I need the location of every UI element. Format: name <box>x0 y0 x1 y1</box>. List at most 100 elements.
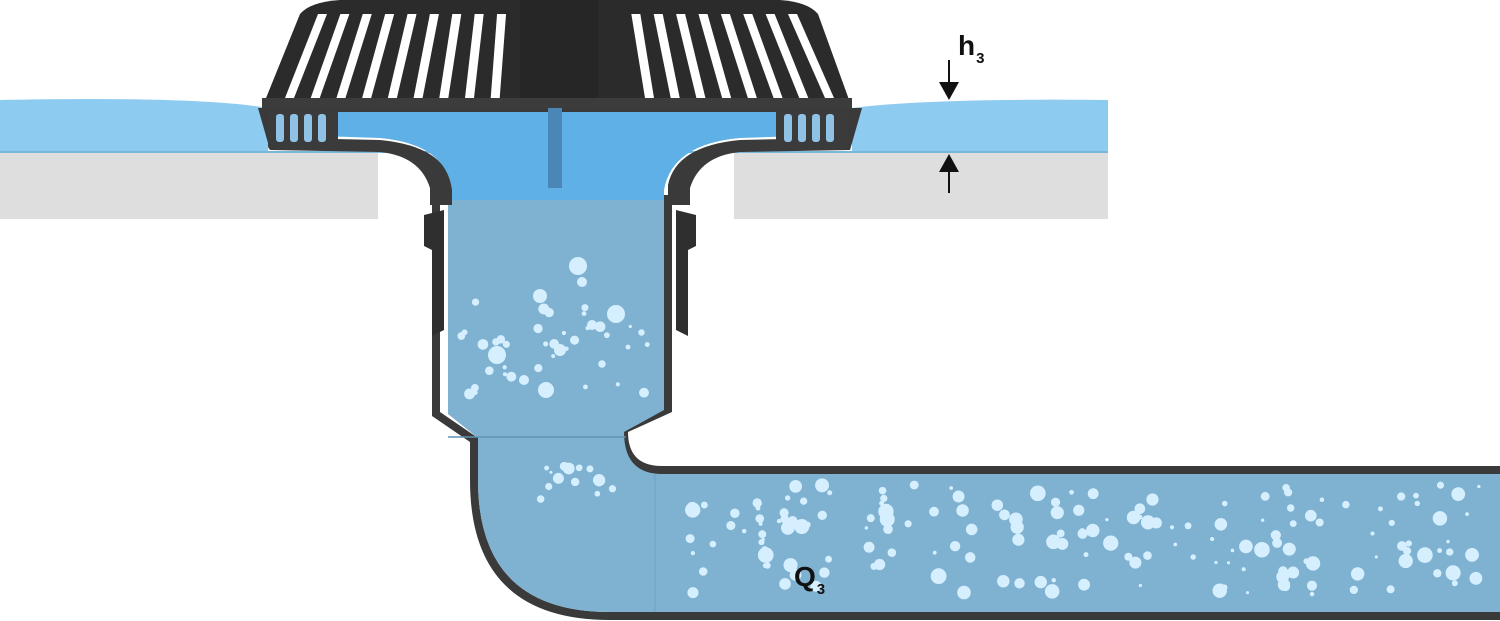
bubble-icon <box>1451 487 1466 501</box>
bubble-icon <box>561 330 567 336</box>
bubble-icon <box>952 490 965 503</box>
bubble-icon <box>764 562 771 569</box>
bubble-icon <box>758 521 763 526</box>
bubble-icon <box>598 360 606 368</box>
bubble-icon <box>800 497 808 505</box>
bubble-icon <box>1137 514 1143 520</box>
bubble-icon <box>1190 554 1196 560</box>
surface-water <box>0 99 1108 152</box>
bubble-icon <box>909 480 919 490</box>
bubble-icon <box>559 461 569 471</box>
drain-neck-right <box>676 210 696 336</box>
gravel-guard-slots <box>285 14 834 98</box>
bubble-icon <box>1050 506 1064 520</box>
bubble-icon <box>1050 497 1061 507</box>
clamp-ring-right-slot-1 <box>784 114 792 142</box>
clamp-ring-right <box>776 108 846 150</box>
bubble-icon <box>457 332 466 340</box>
bubble-icon <box>1413 492 1419 499</box>
bubble-icon <box>1226 561 1231 565</box>
bubble-icon <box>1010 520 1024 534</box>
bubble-icon <box>757 547 774 563</box>
gravel-guard-center-hub <box>520 0 598 104</box>
bubble-icon <box>965 523 978 536</box>
bubble-icon <box>1230 548 1235 553</box>
bubble-icon <box>570 477 580 487</box>
bubble-icon <box>542 383 551 392</box>
bubble-icon <box>1143 551 1152 560</box>
bubble-icon <box>585 325 590 331</box>
bubble-icon <box>586 465 594 473</box>
bubble-icon <box>1304 509 1317 522</box>
bubble-icon <box>1465 547 1479 562</box>
bubble-icon <box>496 335 506 344</box>
bubble-icon <box>1378 506 1383 512</box>
bubble-icon <box>581 304 589 312</box>
bubble-icon <box>594 321 606 332</box>
bubble-icon <box>1374 555 1378 559</box>
bubble-icon <box>690 551 696 556</box>
bubble-icon <box>879 511 895 527</box>
bubble-icon <box>783 558 798 573</box>
roof-slab-left <box>0 152 378 219</box>
bubble-icon <box>533 323 543 334</box>
bubble-icon <box>887 548 897 557</box>
bubble-icon <box>1078 578 1090 591</box>
bubble-icon <box>825 555 832 563</box>
bubble-icon <box>752 498 762 508</box>
bubble-icon <box>785 495 791 501</box>
bubble-icon <box>741 528 747 534</box>
bubble-icon <box>1051 578 1056 583</box>
clamp-ring-right-slot-3 <box>812 114 820 142</box>
bubble-icon <box>685 534 695 544</box>
bubble-icon <box>551 354 556 359</box>
bubble-icon <box>1173 542 1178 547</box>
bubble-icon <box>1469 554 1475 560</box>
gravel-guard-slot <box>310 14 350 98</box>
bubble-icon <box>1222 584 1228 590</box>
bubble-icon <box>1305 556 1321 571</box>
bubble-icon <box>726 521 736 531</box>
bubble-icon <box>883 524 893 535</box>
bubble-icon <box>472 390 478 396</box>
bubble-icon <box>502 340 510 348</box>
bubble-icon <box>687 587 699 599</box>
bubble-icon <box>1221 500 1228 507</box>
bubble-icon <box>502 365 507 370</box>
bubble-icon <box>949 541 961 552</box>
bubble-icon <box>779 578 791 590</box>
gravel-guard-slot <box>439 14 462 98</box>
bubble-icon <box>1069 489 1074 495</box>
bubble-icon <box>575 464 583 472</box>
bubble-icon <box>787 516 798 526</box>
bubble-icon <box>1270 530 1281 541</box>
bubble-icon <box>932 550 937 555</box>
bubble-icon <box>616 315 620 319</box>
bubble-icon <box>1309 591 1315 597</box>
bubble-icon <box>1184 522 1192 530</box>
bubble-icon <box>488 346 506 364</box>
bubble-icon <box>949 486 954 490</box>
bubble-icon <box>639 387 649 398</box>
flow-rate-label: Q3 <box>794 563 825 598</box>
flow-rate-subscript: 3 <box>816 581 826 598</box>
bubble-icon <box>930 568 947 585</box>
bubble-icon <box>1405 540 1412 547</box>
gravel-guard-slot <box>413 14 439 98</box>
bubble-icon <box>815 478 830 493</box>
bubble-icon <box>1388 519 1395 527</box>
bubble-icon <box>552 472 564 484</box>
bubble-icon <box>1239 539 1253 554</box>
bubble-icon <box>1210 536 1215 542</box>
bubble-icon <box>819 567 830 578</box>
bubble-icon <box>709 540 717 548</box>
bubble-icon <box>1277 578 1291 591</box>
clamp-ring-right-slot-4 <box>826 114 834 142</box>
bubble-icon <box>1012 533 1025 546</box>
bubble-icon <box>1073 504 1085 516</box>
drain-neck-left <box>424 210 444 336</box>
bubble-icon <box>1446 548 1454 556</box>
bubble-icon <box>1446 539 1450 544</box>
bubble-icon <box>1477 484 1481 489</box>
bubble-icon <box>1432 511 1448 526</box>
